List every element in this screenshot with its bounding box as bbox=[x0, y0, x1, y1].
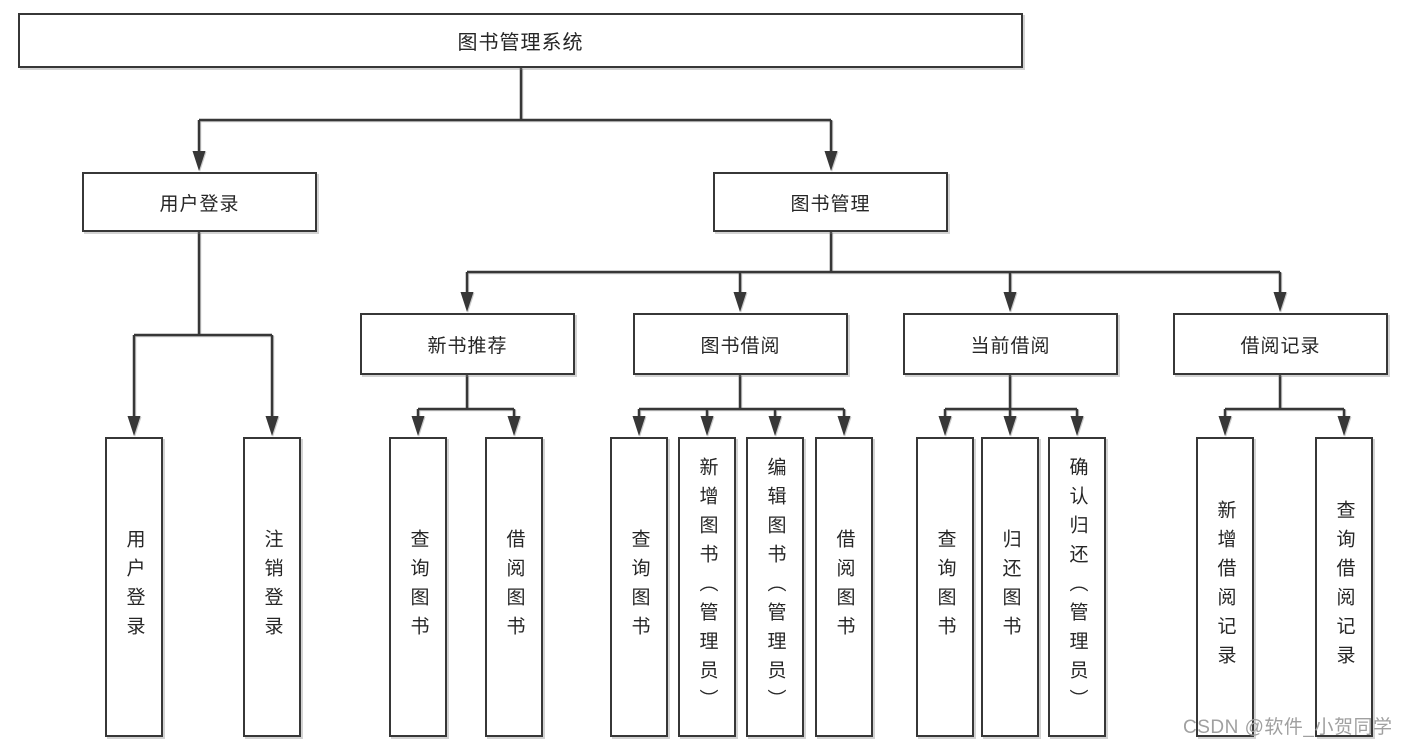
connector-root-to-level2 bbox=[197, 68, 833, 153]
leaf-query-books-borrow: 查询图书 bbox=[610, 437, 668, 737]
arrow-down-icon bbox=[1070, 416, 1084, 436]
arrow-down-icon bbox=[127, 416, 141, 436]
leaf-query-books-recommend: 查询图书 bbox=[389, 437, 447, 737]
node-current-borrow: 当前借阅 bbox=[903, 313, 1118, 375]
connector-userlogin-to-leaves bbox=[132, 232, 274, 418]
arrow-down-icon bbox=[1003, 292, 1017, 312]
node-label: 查询图书 bbox=[407, 529, 429, 645]
connector-records-to-leaves bbox=[1223, 375, 1346, 418]
node-root: 图书管理系统 bbox=[18, 13, 1023, 68]
node-book-management: 图书管理 bbox=[713, 172, 948, 232]
node-label: 查询图书 bbox=[628, 529, 650, 645]
arrow-down-icon bbox=[411, 416, 425, 436]
csdn-watermark: CSDN @软件_小贺同学 bbox=[1183, 717, 1393, 738]
connector-current-to-leaves bbox=[943, 375, 1079, 418]
arrow-down-icon bbox=[824, 151, 838, 171]
node-new-book-recommend: 新书推荐 bbox=[360, 313, 575, 375]
node-label: 注销登录 bbox=[261, 529, 283, 645]
node-label: 查询借阅记录 bbox=[1333, 500, 1355, 674]
arrow-down-icon bbox=[265, 416, 279, 436]
node-label: 图书借阅 bbox=[700, 335, 781, 357]
node-label: 借阅图书 bbox=[833, 529, 855, 645]
arrow-down-icon bbox=[1218, 416, 1232, 436]
node-book-borrow: 图书借阅 bbox=[633, 313, 848, 375]
node-label: 确认归还（管理员） bbox=[1066, 456, 1088, 718]
node-label: 用户登录 bbox=[159, 193, 240, 215]
leaf-user-login: 用户登录 bbox=[105, 437, 163, 737]
arrow-down-icon bbox=[733, 292, 747, 312]
arrow-down-icon bbox=[938, 416, 952, 436]
leaf-borrow-books: 借阅图书 bbox=[815, 437, 873, 737]
connector-bookmgmt-to-level3 bbox=[465, 232, 1282, 294]
leaf-borrow-books-recommend: 借阅图书 bbox=[485, 437, 543, 737]
leaf-add-borrow-record: 新增借阅记录 bbox=[1196, 437, 1254, 737]
node-label: 查询图书 bbox=[934, 529, 956, 645]
arrow-down-icon bbox=[768, 416, 782, 436]
node-label: 归还图书 bbox=[999, 529, 1021, 645]
node-label: 编辑图书（管理员） bbox=[764, 456, 786, 718]
node-label: 借阅图书 bbox=[503, 529, 525, 645]
leaf-edit-books-admin: 编辑图书（管理员） bbox=[746, 437, 804, 737]
arrow-down-icon bbox=[192, 151, 206, 171]
leaf-query-borrow-record: 查询借阅记录 bbox=[1315, 437, 1373, 737]
arrow-down-icon bbox=[632, 416, 646, 436]
node-user-login: 用户登录 bbox=[82, 172, 317, 232]
arrow-down-icon bbox=[460, 292, 474, 312]
node-label: 新增图书（管理员） bbox=[696, 456, 718, 718]
node-label: 新增借阅记录 bbox=[1214, 500, 1236, 674]
node-label: 图书管理 bbox=[790, 193, 871, 215]
node-label: 当前借阅 bbox=[970, 335, 1051, 357]
arrow-down-icon bbox=[1337, 416, 1351, 436]
node-label: 借阅记录 bbox=[1240, 335, 1321, 357]
arrow-down-icon bbox=[1273, 292, 1287, 312]
arrow-down-icon bbox=[837, 416, 851, 436]
connector-borrow-to-leaves bbox=[637, 375, 846, 418]
node-label: 新书推荐 bbox=[427, 335, 508, 357]
leaf-logout: 注销登录 bbox=[243, 437, 301, 737]
leaf-query-books-current: 查询图书 bbox=[916, 437, 974, 737]
node-label: 用户登录 bbox=[123, 529, 145, 645]
leaf-add-books-admin: 新增图书（管理员） bbox=[678, 437, 736, 737]
node-label: 图书管理系统 bbox=[457, 32, 584, 54]
leaf-confirm-return-admin: 确认归还（管理员） bbox=[1048, 437, 1106, 737]
arrow-down-icon bbox=[1003, 416, 1017, 436]
arrow-down-icon bbox=[507, 416, 521, 436]
node-borrow-records: 借阅记录 bbox=[1173, 313, 1388, 375]
arrow-down-icon bbox=[700, 416, 714, 436]
leaf-return-books: 归还图书 bbox=[981, 437, 1039, 737]
connector-newbooks-to-leaves bbox=[416, 375, 516, 418]
